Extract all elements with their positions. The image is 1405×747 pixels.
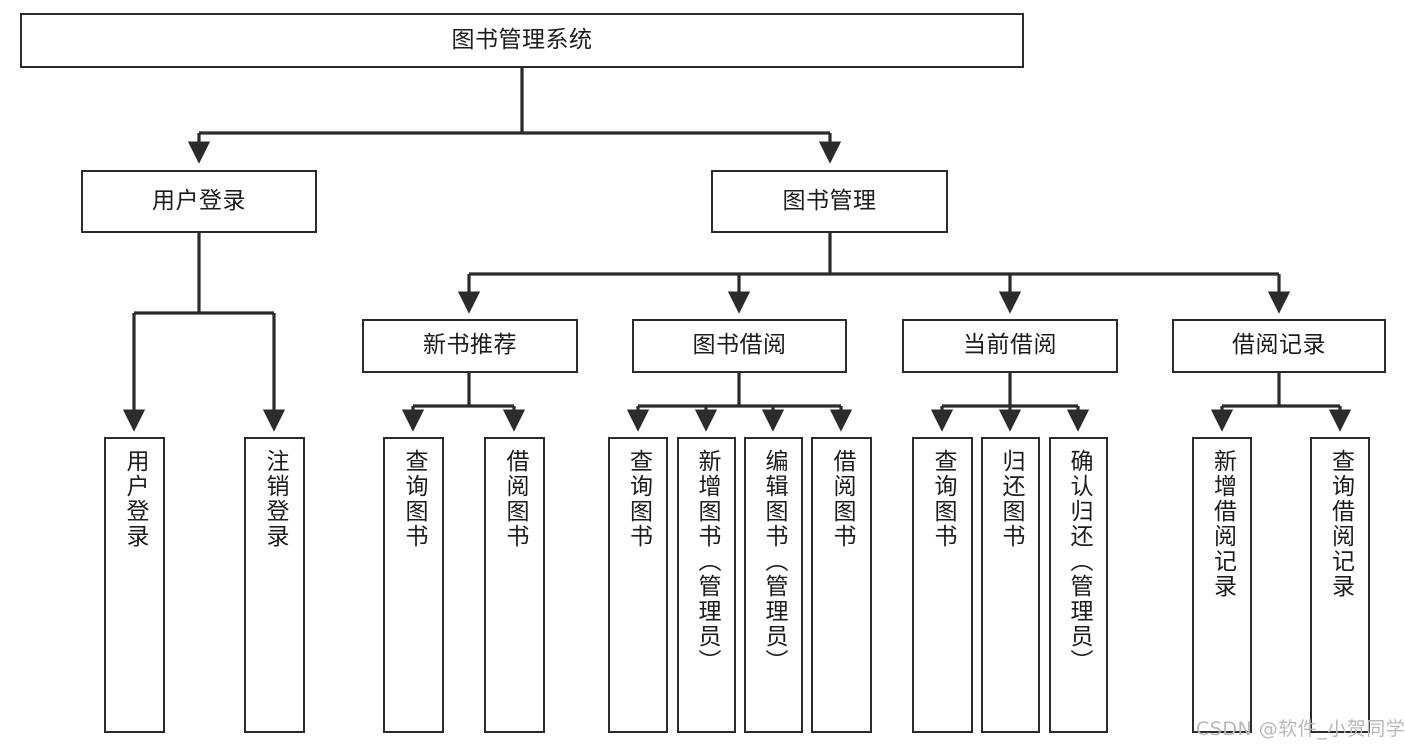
leaf-user-login[interactable]: 用户登录 [104, 437, 165, 733]
leaf-borrow-book-2[interactable]: 借阅图书 [811, 437, 872, 733]
node-borrow-record[interactable]: 借阅记录 [1172, 319, 1386, 373]
leaf-borrow-book-1[interactable]: 借阅图书 [484, 437, 545, 733]
leaf-query-book-3[interactable]: 查询图书 [912, 437, 973, 733]
node-book-borrow[interactable]: 图书借阅 [632, 319, 847, 373]
leaf-confirm-return-admin-label: 确认归还（管理员） [1066, 449, 1092, 674]
leaf-confirm-return-admin[interactable]: 确认归还（管理员） [1049, 437, 1108, 733]
watermark-text: CSDN @软件_小贺同学 [1196, 718, 1405, 740]
leaf-return-book-label: 归还图书 [998, 449, 1024, 549]
leaf-add-book-admin[interactable]: 新增图书（管理员） [677, 437, 736, 733]
node-book-borrow-label: 图书借阅 [692, 332, 787, 359]
leaf-borrow-book-1-label: 借阅图书 [502, 449, 528, 549]
node-borrow-record-label: 借阅记录 [1232, 332, 1326, 359]
leaf-query-book-2-label: 查询图书 [625, 449, 652, 549]
node-user-login[interactable]: 用户登录 [81, 170, 317, 233]
leaf-return-book[interactable]: 归还图书 [981, 437, 1040, 733]
leaf-query-book-3-label: 查询图书 [930, 449, 956, 549]
leaf-add-borrow-record[interactable]: 新增借阅记录 [1192, 437, 1252, 733]
leaf-add-borrow-record-label: 新增借阅记录 [1209, 449, 1236, 599]
leaf-query-book-1-label: 查询图书 [401, 449, 427, 549]
leaf-query-borrow-record[interactable]: 查询借阅记录 [1310, 437, 1370, 733]
leaf-edit-book-admin[interactable]: 编辑图书（管理员） [744, 437, 803, 733]
leaf-edit-book-admin-label: 编辑图书（管理员） [761, 449, 787, 674]
leaf-add-book-admin-label: 新增图书（管理员） [694, 449, 720, 674]
leaf-logout-login[interactable]: 注销登录 [244, 437, 305, 733]
leaf-query-borrow-record-label: 查询借阅记录 [1327, 449, 1354, 599]
leaf-user-login-label: 用户登录 [122, 449, 148, 549]
node-current-borrow-label: 当前借阅 [963, 332, 1057, 359]
node-root[interactable]: 图书管理系统 [20, 13, 1024, 68]
node-book-management-label: 图书管理 [782, 187, 877, 214]
node-book-management[interactable]: 图书管理 [711, 170, 948, 233]
node-root-label: 图书管理系统 [451, 26, 593, 53]
node-new-book-recommend-label: 新书推荐 [423, 332, 517, 359]
leaf-logout-login-label: 注销登录 [262, 449, 288, 549]
leaf-query-book-1[interactable]: 查询图书 [383, 437, 444, 733]
leaf-borrow-book-2-label: 借阅图书 [829, 449, 855, 549]
leaf-query-book-2[interactable]: 查询图书 [608, 437, 668, 733]
node-current-borrow[interactable]: 当前借阅 [902, 319, 1118, 373]
node-new-book-recommend[interactable]: 新书推荐 [362, 319, 578, 373]
node-user-login-label: 用户登录 [152, 187, 246, 214]
